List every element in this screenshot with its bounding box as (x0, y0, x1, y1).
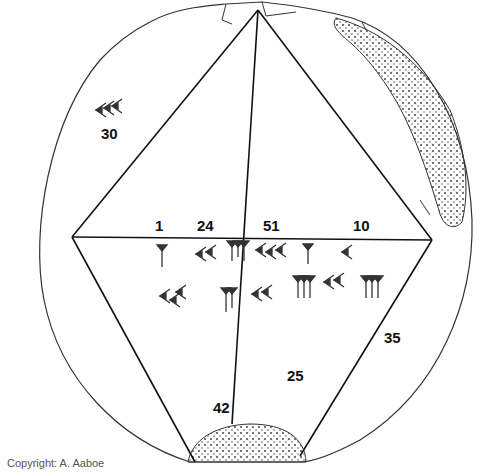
crack-line (222, 2, 430, 215)
wedge-stroke (309, 281, 310, 298)
numeral-label: 51 (262, 218, 281, 233)
wedge-stroke (170, 297, 176, 303)
wedge-stroke (365, 281, 366, 298)
wedge-stroke (256, 247, 262, 253)
wedge-stroke (225, 293, 226, 312)
wedge-stroke (324, 275, 334, 289)
wedge-stroke (112, 99, 122, 113)
wedge-stroke (231, 293, 232, 308)
wedge-stroke (160, 289, 170, 303)
wedge-stroke (176, 289, 182, 295)
wedge-stroke (342, 245, 352, 259)
wedge-stroke (206, 249, 212, 255)
wedge-stroke (266, 249, 272, 255)
wedge-stroke (252, 291, 258, 297)
wedge-stroke (112, 103, 118, 109)
wedge-stroke (252, 287, 262, 301)
damaged-area (334, 18, 466, 227)
wedge-stroke (96, 103, 106, 117)
wedge-stroke (161, 250, 162, 267)
wedge-stroke (276, 243, 286, 257)
wedge-stroke (371, 281, 372, 298)
wedge-stroke (231, 246, 232, 261)
wedge-stroke (160, 293, 166, 299)
wedge-stroke (324, 279, 330, 285)
numeral-label: 42 (212, 400, 231, 415)
wedge-stroke (334, 273, 344, 287)
numeral-label: 10 (352, 218, 371, 233)
wedge-stroke (334, 277, 340, 283)
wedge-stroke (307, 249, 308, 264)
wedge-stroke (377, 281, 378, 298)
numeral-label: 24 (196, 218, 215, 233)
wedge-stroke (276, 247, 282, 253)
cuneiform-signs (96, 99, 383, 312)
wedge-stroke (104, 101, 114, 115)
wedge-stroke (196, 251, 202, 257)
wedge-stroke (342, 249, 348, 255)
wedge-stroke (170, 293, 180, 307)
wedge-stroke (96, 107, 102, 113)
wedge-stroke (303, 281, 304, 298)
wedge-stroke (237, 246, 238, 257)
wedge-stroke (243, 246, 244, 261)
wedge-stroke (206, 245, 216, 259)
wedge-stroke (196, 247, 206, 261)
numeral-label: 1 (154, 218, 164, 233)
numeral-label: 25 (286, 368, 305, 383)
numeral-label: 35 (383, 330, 402, 345)
wedge-stroke (104, 105, 110, 111)
wedge-stroke (176, 285, 186, 299)
square-figure (72, 10, 432, 462)
damaged-area (188, 424, 306, 462)
tablet-outline (40, 2, 472, 462)
wedge-stroke (297, 281, 298, 298)
copyright-note: Copyright: A. Aaboe (6, 458, 105, 469)
wedge-stroke (262, 289, 268, 295)
numeral-label: 30 (100, 126, 119, 141)
wedge-stroke (256, 243, 266, 257)
wedge-stroke (262, 285, 272, 299)
wedge-stroke (266, 245, 276, 259)
